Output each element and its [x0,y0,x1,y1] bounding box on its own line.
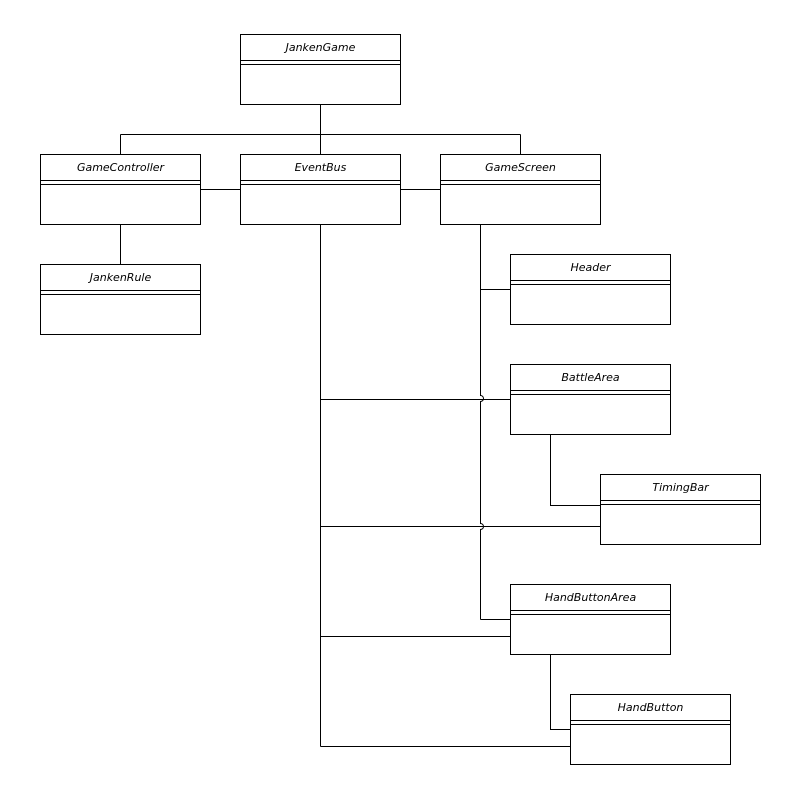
class-divider [571,720,730,721]
class-divider [441,184,600,185]
class-header[interactable]: Header [510,254,671,325]
connector-gamescreen-spine [480,224,484,620]
class-divider [511,280,670,281]
class-timing-bar[interactable]: TimingBar [600,474,761,545]
class-divider [41,294,200,295]
class-janken-game[interactable]: JankenGame [240,34,401,105]
class-game-screen[interactable]: GameScreen [440,154,601,225]
class-name-game-controller: GameController [76,161,165,174]
class-name-hand-button-area: HandButtonArea [544,591,637,604]
class-event-bus[interactable]: EventBus [240,154,401,225]
class-divider [511,390,670,391]
class-divider [41,184,200,185]
class-divider [41,180,200,181]
class-divider [511,284,670,285]
class-name-game-screen: GameScreen [485,161,556,174]
class-divider [511,394,670,395]
class-battle-area[interactable]: BattleArea [510,364,671,435]
class-name-janken-rule: JankenRule [89,271,152,284]
connector-handbuttonarea-handbutton [550,654,570,730]
class-hand-button-area[interactable]: HandButtonArea [510,584,671,655]
class-divider [511,610,670,611]
class-hand-button[interactable]: HandButton [570,694,731,765]
class-divider [601,500,760,501]
class-name-battle-area: BattleArea [561,371,620,384]
class-name-timing-bar: TimingBar [652,481,709,494]
class-janken-rule[interactable]: JankenRule [40,264,201,335]
class-divider [441,180,600,181]
class-divider [41,290,200,291]
class-divider [601,504,760,505]
class-divider [241,184,400,185]
class-name-event-bus: EventBus [294,161,347,174]
class-divider [511,614,670,615]
class-game-controller[interactable]: GameController [40,154,201,225]
class-name-janken-game: JankenGame [285,41,356,54]
class-divider [241,60,400,61]
class-divider [241,180,400,181]
connector-battlearea-timingbar [550,434,600,506]
class-divider [571,724,730,725]
class-divider [241,64,400,65]
class-name-header: Header [570,261,611,274]
class-name-hand-button: HandButton [617,701,684,714]
